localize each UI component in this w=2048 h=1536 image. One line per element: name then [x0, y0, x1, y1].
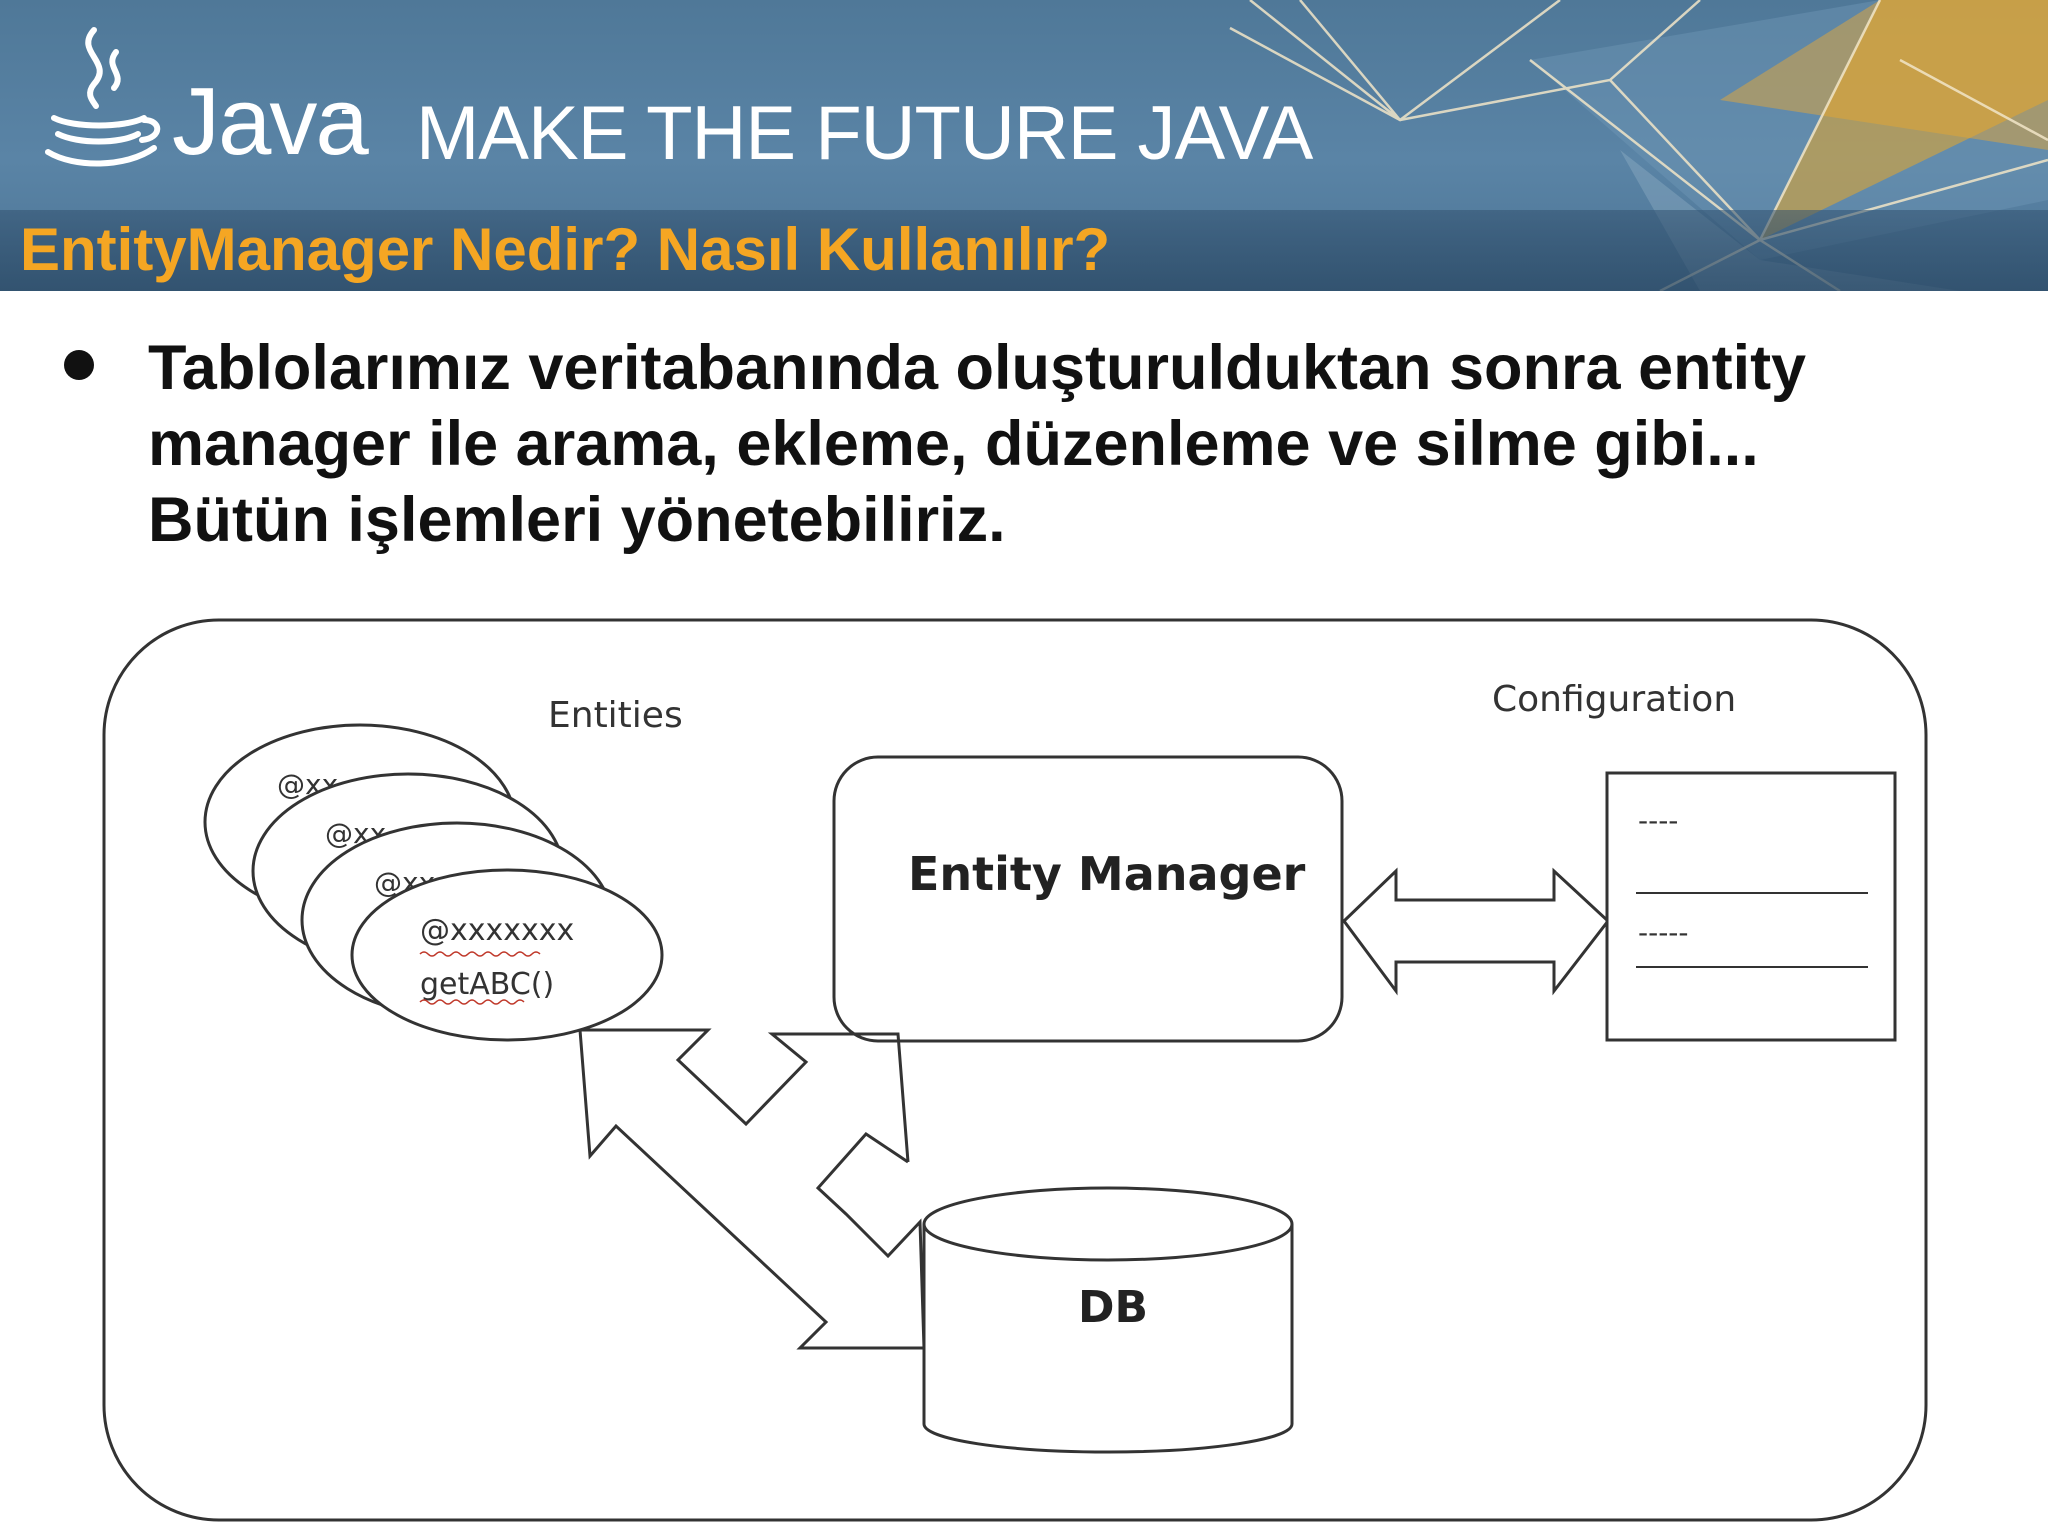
configuration-label: Configuration [1492, 679, 1736, 720]
trademark-mark [342, 110, 356, 114]
java-brand: Java [172, 68, 369, 175]
bullet-line: manager ile arama, ekleme, düzenleme ve … [148, 409, 1759, 479]
config-double-arrow [1342, 867, 1611, 996]
configuration-document [1605, 771, 1897, 1042]
header-triangle-art [1229, 0, 2048, 291]
bullet-dot [64, 350, 94, 380]
slide-header: Java MAKE THE FUTURE JAVA EntityManager … [0, 0, 2048, 291]
bullet-line: Tablolarımız veritabanında oluşturuldukt… [148, 333, 1807, 403]
db-label: DB [1078, 1282, 1148, 1333]
title-band [0, 210, 2048, 291]
java-coffee-cup-icon [45, 27, 161, 167]
config-line: ---- [1638, 804, 1678, 837]
entity-method: getABC() [420, 967, 554, 1002]
entity-card-stack: @xx @xx @xx @xxxxxxx getABC() [203, 723, 664, 1042]
entity-annotation: @xxxxxxx [420, 913, 574, 948]
em-entities-arrow [580, 1028, 910, 1163]
diagram-frame [102, 618, 1928, 1522]
spellcheck-underline [419, 999, 525, 1005]
db-em-arrow [815, 1132, 926, 1349]
spellcheck-underline [419, 951, 541, 957]
slide-title: EntityManager Nedir? Nasıl Kullanılır? [20, 216, 1111, 283]
entities-label: Entities [548, 695, 683, 736]
entity-manager-box [832, 755, 1344, 1043]
entity-manager-label: Entity Manager [908, 847, 1306, 901]
database-cylinder [922, 1186, 1294, 1454]
bullet-text: Tablolarımız veritabanında oluşturuldukt… [148, 330, 2028, 558]
tagline: MAKE THE FUTURE JAVA [416, 91, 1313, 176]
config-line: ----- [1638, 916, 1689, 949]
entity-card-front [350, 868, 664, 1042]
bullet-line: Bütün işlemleri yönetebiliriz. [148, 485, 1006, 555]
db-entities-arrow [578, 1029, 924, 1350]
